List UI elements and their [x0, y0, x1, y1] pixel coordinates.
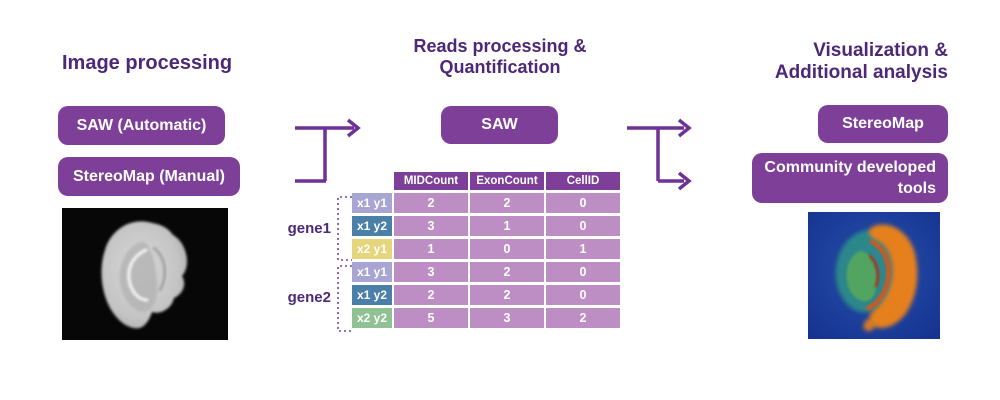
gene1-bracket	[337, 196, 352, 261]
node-community-developed-tools: Community developed tools	[752, 153, 948, 203]
row-label: x1 y2	[352, 216, 392, 236]
stage-heading-visualization: Visualization & Additional analysis	[774, 40, 948, 83]
split-arrow-middle-to-right	[627, 118, 692, 191]
row-label: x1 y2	[352, 285, 392, 305]
col-header-cellid: CellID	[546, 172, 620, 190]
row-label: x1 y1	[352, 262, 392, 282]
table-cell: 2	[470, 285, 544, 305]
table-cell: 0	[470, 239, 544, 259]
gene2-label: gene2	[287, 289, 331, 306]
table-cell: 3	[470, 308, 544, 328]
row-label: x2 y2	[352, 308, 392, 328]
merge-arrow-left-to-middle	[295, 118, 361, 183]
col-header-midcount: MIDCount	[394, 172, 468, 190]
table-cell: 0	[546, 262, 620, 282]
table-corner-spacer	[352, 172, 392, 190]
table-cell: 1	[470, 216, 544, 236]
table-cell: 2	[394, 193, 468, 213]
table-cell: 2	[546, 308, 620, 328]
table-cell: 0	[546, 216, 620, 236]
table-cell: 3	[394, 216, 468, 236]
table-cell: 3	[394, 262, 468, 282]
table-cell: 1	[546, 239, 620, 259]
stage-heading-reads-processing: Reads processing & Quantification	[413, 36, 587, 77]
node-stereomap: StereoMap	[818, 105, 948, 143]
col-header-exoncount: ExonCount	[470, 172, 544, 190]
table-cell: 2	[470, 193, 544, 213]
table-cell: 5	[394, 308, 468, 328]
table-cell: 0	[546, 193, 620, 213]
grayscale-tissue-image	[62, 208, 228, 340]
node-saw: SAW	[441, 106, 558, 144]
quantification-table: MIDCount ExonCount CellID x1 y1 2 2 0 x1…	[352, 172, 620, 328]
heatmap-tissue-image	[808, 212, 940, 339]
node-saw-automatic: SAW (Automatic)	[58, 106, 225, 145]
row-label: x1 y1	[352, 193, 392, 213]
table-cell: 0	[546, 285, 620, 305]
stage-heading-image-processing: Image processing	[62, 52, 233, 74]
table-cell: 1	[394, 239, 468, 259]
table-cell: 2	[470, 262, 544, 282]
row-label: x2 y1	[352, 239, 392, 259]
node-stereomap-manual: StereoMap (Manual)	[58, 157, 240, 196]
table-cell: 2	[394, 285, 468, 305]
gene1-label: gene1	[287, 220, 331, 237]
gene2-bracket	[337, 265, 352, 332]
